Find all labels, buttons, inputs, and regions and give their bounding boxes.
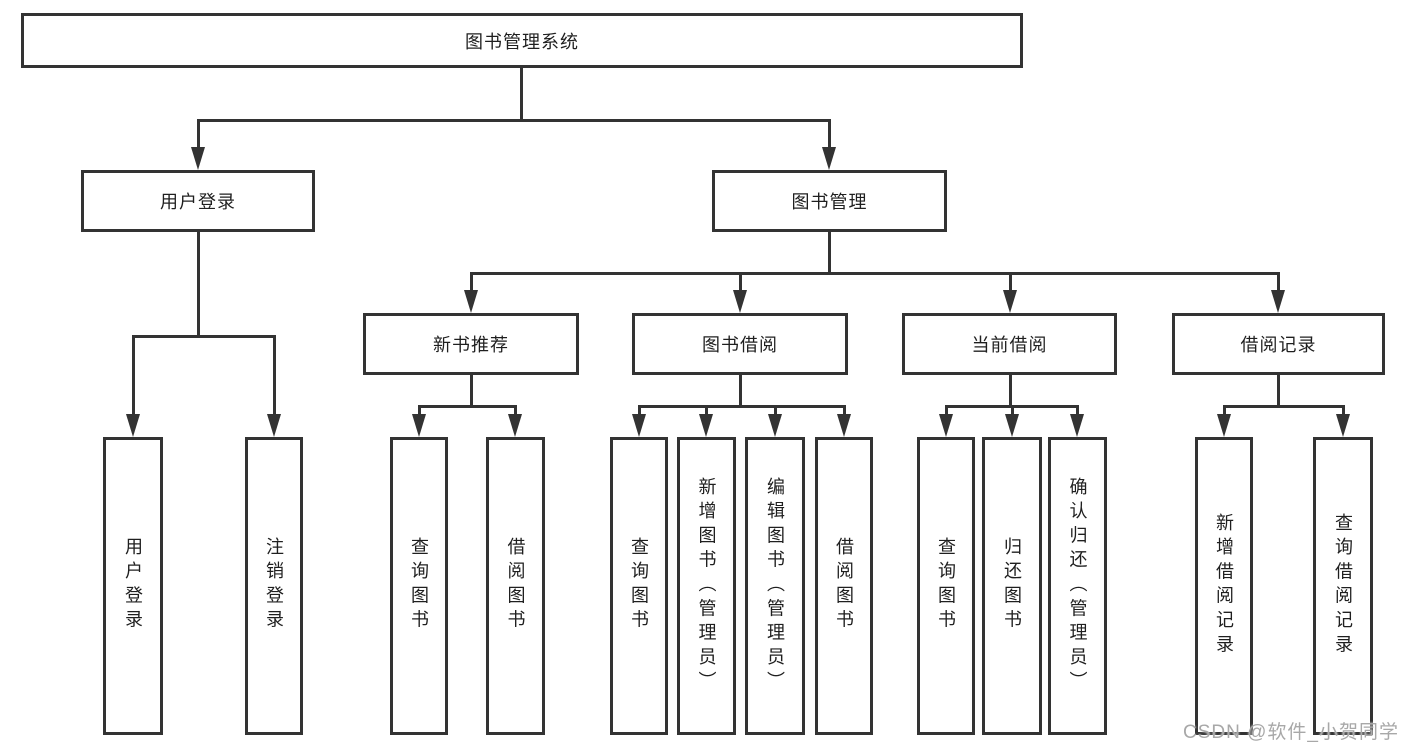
arrowhead-down-icon — [1005, 414, 1019, 437]
node-new-book-rec-label: 新书推荐 — [433, 335, 509, 355]
arrowhead-down-icon — [191, 147, 205, 170]
connector-vline — [828, 232, 831, 272]
leaf-confirm-return-admin: 确认归还（管理员） — [1048, 437, 1107, 735]
leaf-return-book: 归还图书 — [982, 437, 1042, 735]
leaf-add-borrow-record: 新增借阅记录 — [1195, 437, 1253, 735]
leaf-query-book-borrow: 查询图书 — [610, 437, 668, 735]
arrowhead-down-icon — [822, 147, 836, 170]
node-book-mgmt: 图书管理 — [712, 170, 947, 232]
node-root: 图书管理系统 — [21, 13, 1023, 68]
node-root-label: 图书管理系统 — [465, 31, 579, 52]
leaf-query-book-rec: 查询图书 — [390, 437, 448, 735]
connector-vline — [843, 405, 846, 415]
leaf-query-borrow-record: 查询借阅记录 — [1313, 437, 1373, 735]
connector-hline — [418, 405, 517, 408]
connector-vline — [470, 375, 473, 405]
leaf-edit-book-admin-label: 编辑图书（管理员） — [765, 476, 785, 696]
node-user-login-label: 用户登录 — [160, 192, 236, 212]
connector-vline — [1009, 272, 1012, 291]
connector-hline — [132, 335, 276, 338]
node-new-book-rec: 新书推荐 — [363, 313, 579, 375]
node-current-borrow-label: 当前借阅 — [971, 335, 1048, 355]
arrowhead-down-icon — [837, 414, 851, 437]
leaf-query-borrow-record-label: 查询借阅记录 — [1333, 513, 1353, 659]
arrowhead-down-icon — [733, 290, 747, 313]
connector-vline — [197, 119, 200, 148]
leaf-borrow-book: 借阅图书 — [815, 437, 873, 735]
arrowhead-down-icon — [464, 290, 478, 313]
leaf-edit-book-admin: 编辑图书（管理员） — [745, 437, 805, 735]
connector-hline — [470, 272, 1279, 275]
leaf-query-book-current: 查询图书 — [917, 437, 975, 735]
connector-vline — [520, 68, 523, 119]
connector-vline — [470, 272, 473, 291]
connector-vline — [514, 405, 517, 415]
leaf-query-book-borrow-label: 查询图书 — [629, 537, 649, 635]
leaf-user-login: 用户登录 — [103, 437, 163, 735]
connector-vline — [739, 375, 742, 405]
leaf-user-login-label: 用户登录 — [123, 537, 143, 635]
connector-vline — [132, 335, 135, 415]
connector-hline — [1223, 405, 1345, 408]
arrowhead-down-icon — [267, 414, 281, 437]
leaf-query-book-current-label: 查询图书 — [936, 537, 956, 635]
node-borrow-record: 借阅记录 — [1172, 313, 1385, 375]
connector-vline — [828, 119, 831, 148]
leaf-borrow-book-label: 借阅图书 — [834, 537, 854, 635]
node-user-login: 用户登录 — [81, 170, 315, 232]
arrowhead-down-icon — [699, 414, 713, 437]
connector-vline — [774, 405, 777, 415]
leaf-add-borrow-record-label: 新增借阅记录 — [1214, 513, 1234, 659]
leaf-add-book-admin: 新增图书（管理员） — [677, 437, 736, 735]
connector-vline — [418, 405, 421, 415]
connector-vline — [739, 272, 742, 291]
arrowhead-down-icon — [1271, 290, 1285, 313]
arrowhead-down-icon — [1217, 414, 1231, 437]
connector-vline — [197, 232, 200, 335]
connector-vline — [1076, 405, 1079, 415]
connector-vline — [1342, 405, 1345, 415]
connector-vline — [1011, 405, 1014, 415]
arrowhead-down-icon — [1003, 290, 1017, 313]
leaf-borrow-book-rec-label: 借阅图书 — [505, 537, 526, 635]
node-book-borrow-label: 图书借阅 — [702, 335, 778, 355]
leaf-return-book-label: 归还图书 — [1002, 537, 1022, 635]
connector-vline — [273, 335, 276, 415]
arrowhead-down-icon — [126, 414, 140, 437]
arrowhead-down-icon — [1070, 414, 1084, 437]
watermark-text: CSDN @软件_小贺同学 — [1183, 722, 1399, 743]
leaf-confirm-return-admin-label: 确认归还（管理员） — [1067, 476, 1088, 696]
connector-hline — [638, 405, 846, 408]
leaf-logout-label: 注销登录 — [264, 537, 284, 635]
leaf-borrow-book-rec: 借阅图书 — [486, 437, 545, 735]
node-book-mgmt-label: 图书管理 — [791, 192, 868, 212]
connector-vline — [1009, 375, 1012, 405]
arrowhead-down-icon — [412, 414, 426, 437]
connector-vline — [705, 405, 708, 415]
node-book-borrow: 图书借阅 — [632, 313, 848, 375]
connector-vline — [1277, 375, 1280, 405]
arrowhead-down-icon — [939, 414, 953, 437]
node-current-borrow: 当前借阅 — [902, 313, 1117, 375]
connector-hline — [197, 119, 831, 122]
leaf-add-book-admin-label: 新增图书（管理员） — [696, 476, 717, 696]
arrowhead-down-icon — [768, 414, 782, 437]
arrowhead-down-icon — [632, 414, 646, 437]
node-borrow-record-label: 借阅记录 — [1240, 335, 1317, 355]
connector-vline — [1223, 405, 1226, 415]
connector-vline — [945, 405, 948, 415]
connector-vline — [1277, 272, 1280, 291]
leaf-logout: 注销登录 — [245, 437, 303, 735]
leaf-query-book-rec-label: 查询图书 — [409, 537, 429, 635]
arrowhead-down-icon — [1336, 414, 1350, 437]
connector-vline — [638, 405, 641, 415]
arrowhead-down-icon — [508, 414, 522, 437]
